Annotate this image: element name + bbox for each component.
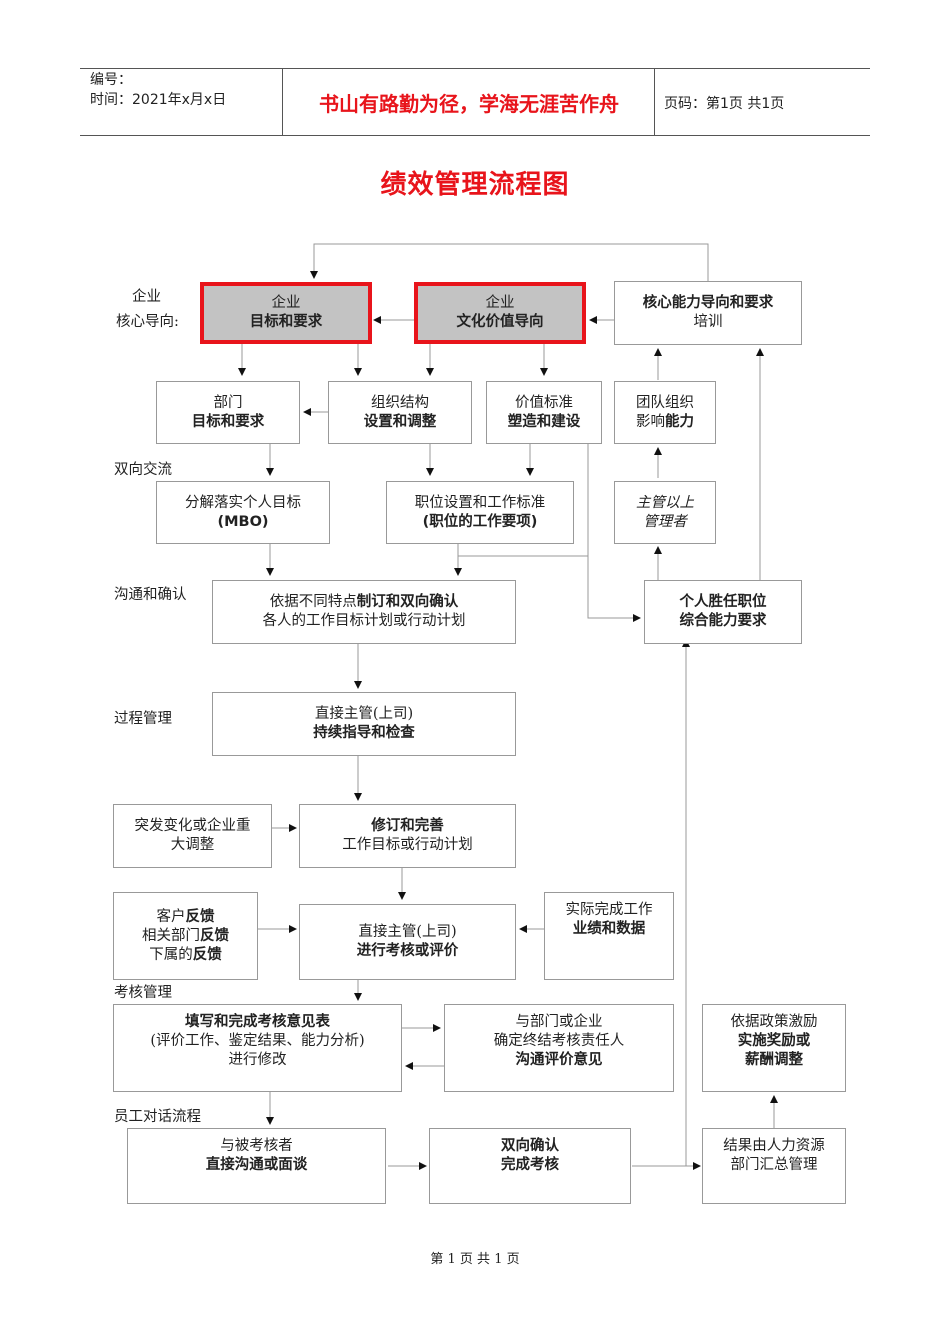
doc-time-label: 时间：2021年x月x日 (90, 92, 227, 108)
box-core-competence: 核心能力导向和要求 培训 (614, 281, 802, 345)
header-bottom-rule (80, 135, 870, 136)
page-footer: 第 1 页 共 1 页 (430, 1252, 520, 1267)
box-value-standard: 价值标准 塑造和建设 (486, 381, 602, 444)
box-complete-review: 双向确认 完成考核 (429, 1128, 631, 1204)
box-sudden-change: 突发变化或企业重 大调整 (113, 804, 272, 868)
box-dept-goal: 部门 目标和要求 (156, 381, 300, 444)
box-position-standard: 职位设置和工作标准 (职位的工作要项) (386, 481, 574, 544)
box-managers: 主管以上 管理者 (614, 481, 716, 544)
box-fill-review-form: 填写和完成考核意见表 (评价工作、鉴定结果、能力分析) 进行修改 (113, 1004, 402, 1092)
label-process: 过程管理 (114, 711, 172, 727)
box-competence-req: 个人胜任职位 综合能力要求 (644, 580, 802, 644)
header-top-rule (80, 68, 870, 69)
box-actual-performance: 实际完成工作 业绩和数据 (544, 892, 674, 980)
box-confirm-plan: 依据不同特点制订和双向确认 各人的工作目标计划或行动计划 (212, 580, 516, 644)
box-incentive: 依据政策激励 实施奖励或 薪酬调整 (702, 1004, 846, 1092)
label-review: 考核管理 (114, 985, 172, 1001)
box-revise-plan: 修订和完善 工作目标或行动计划 (299, 804, 516, 868)
box-team-org: 团队组织 影响能力 (614, 381, 716, 444)
header-divider-right (654, 68, 655, 136)
box-evaluate: 直接主管(上司) 进行考核或评价 (299, 904, 516, 980)
doc-code-label: 编号： (90, 72, 132, 88)
label-communicate: 沟通和确认 (114, 587, 187, 603)
connector-core-to-goal-loop (310, 243, 709, 283)
label-two-way: 双向交流 (114, 462, 172, 478)
box-enterprise-culture: 企业 文化价值导向 (414, 282, 586, 344)
box-hr-summary: 结果由人力资源 部门汇总管理 (702, 1128, 846, 1204)
label-core-orientation-1: 企业 (132, 289, 161, 305)
header-divider-left (282, 68, 283, 136)
box-feedback: 客户反馈 相关部门反馈 下属的反馈 (113, 892, 258, 980)
label-dialogue: 员工对话流程 (114, 1109, 201, 1125)
box-dept-communicate: 与部门或企业 确定终结考核责任人 沟通评价意见 (444, 1004, 674, 1092)
box-continuous-guidance: 直接主管(上司) 持续指导和检查 (212, 692, 516, 756)
page-number-label: 页码：第1页 共1页 (664, 96, 785, 112)
box-mbo: 分解落实个人目标 (MBO) (156, 481, 330, 544)
connector-value-to-competence (587, 444, 641, 622)
header-motto: 书山有路勤为径，学海无涯苦作舟 (319, 92, 619, 116)
box-direct-talk: 与被考核者 直接沟通或面谈 (127, 1128, 386, 1204)
box-org-structure: 组织结构 设置和调整 (328, 381, 472, 444)
box-enterprise-goal: 企业 目标和要求 (200, 282, 372, 344)
page-title: 绩效管理流程图 (380, 170, 570, 200)
label-core-orientation-2: 核心导向: (116, 314, 179, 330)
